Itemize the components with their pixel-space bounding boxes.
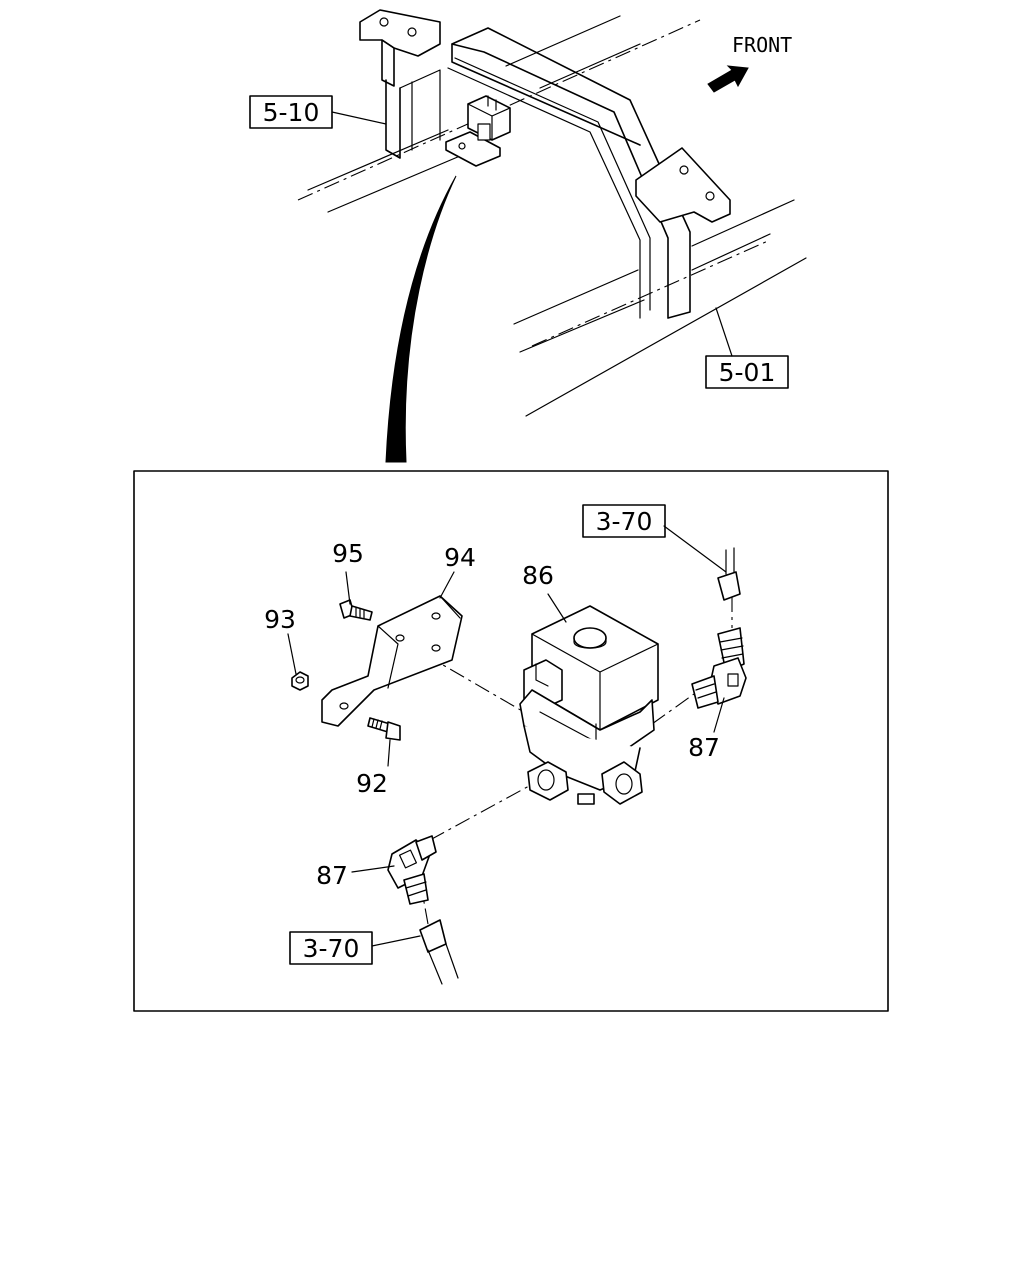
ref-pipe-lower: 3-70 <box>289 931 373 965</box>
ref-pipe-upper-label: 3-70 <box>596 507 653 536</box>
bolt-upper <box>339 599 373 621</box>
detail-pointer <box>385 175 457 463</box>
pipe-lower-end <box>419 919 459 985</box>
detail-frame <box>133 470 889 1012</box>
side-rails <box>297 15 807 417</box>
ref-frame-side-rail-label: 5-01 <box>719 358 776 387</box>
solenoid-valve <box>519 605 659 805</box>
mounting-bracket <box>321 595 463 727</box>
callout-elbow-left: 87 <box>316 861 348 890</box>
ref-pipe-lower-label: 3-70 <box>303 934 360 963</box>
elbow-fitting-right <box>691 627 747 709</box>
detail-parts: 95 94 86 93 92 87 87 3-70 3-70 <box>264 504 747 985</box>
bolt-lower <box>367 717 401 741</box>
callout-bracket: 94 <box>444 543 476 572</box>
valve-on-frame <box>445 95 511 167</box>
ref-frame-bracket-label: 5-10 <box>263 98 320 127</box>
callout-bolt-upper: 95 <box>332 539 364 568</box>
callout-valve: 86 <box>522 561 554 590</box>
frame-overview: FRONT 5-10 5-01 <box>249 9 807 463</box>
front-arrow-icon <box>707 65 749 93</box>
callout-elbow-right: 87 <box>688 733 720 762</box>
ref-pipe-upper: 3-70 <box>582 504 666 538</box>
nut <box>291 671 309 691</box>
callout-nut: 93 <box>264 605 296 634</box>
cross-member <box>359 9 731 319</box>
ref-frame-bracket: 5-10 <box>249 95 387 129</box>
callout-bolt-lower: 92 <box>356 769 388 798</box>
leader-lines <box>287 525 727 947</box>
front-label: FRONT <box>732 33 792 57</box>
ref-frame-side-rail: 5-01 <box>705 307 789 389</box>
elbow-fitting-left <box>387 835 437 905</box>
pipe-upper-end <box>717 547 741 601</box>
